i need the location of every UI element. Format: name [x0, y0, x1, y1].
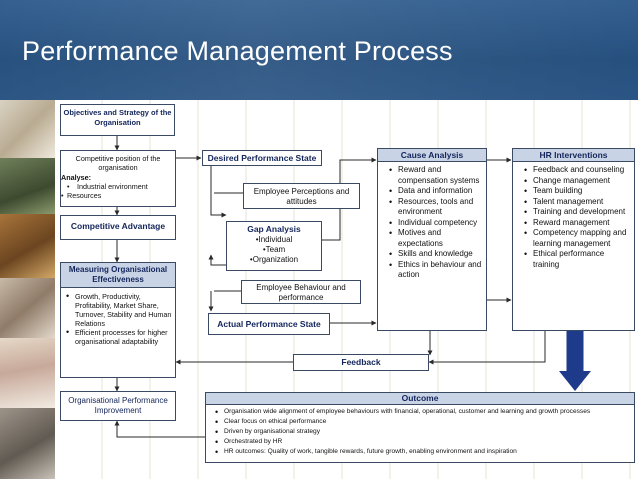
measuring-box: Measuring Organisational Effectiveness G…	[60, 262, 176, 378]
competitive-advantage-box: Competitive Advantage	[60, 215, 176, 240]
photo-tile-clock	[0, 408, 55, 479]
hr-item: Ethical performance training	[524, 249, 632, 270]
hr-item: Team building	[524, 186, 632, 197]
actual-state-title: Actual Performance State	[217, 319, 321, 329]
photo-tile-papers	[0, 100, 55, 158]
hr-item: Training and development	[524, 207, 632, 218]
behaviour-line2: performance	[278, 293, 324, 302]
position-line1: Competitive position of the	[75, 154, 161, 163]
hr-interventions-box: HR Interventions Feedback and counseling…	[512, 148, 635, 331]
analyse-item-industrial: •Industrial environment	[67, 182, 148, 191]
photo-tile-green	[0, 158, 55, 214]
feedback-box: Feedback	[293, 354, 429, 371]
gap-organization-text: Organization	[252, 255, 299, 264]
improvement-line2: Improvement	[94, 406, 142, 415]
employee-behaviour-box: Employee Behaviour and performance	[241, 280, 361, 304]
org-improvement-box: Organisational Performance Improvement	[60, 391, 176, 421]
hr-item: Reward management	[524, 218, 632, 229]
banner-shine	[0, 0, 638, 100]
hr-interventions-list: Feedback and counseling Change managemen…	[513, 165, 634, 270]
outcome-item: Orchestrated by HR	[215, 437, 634, 447]
cause-item: Ethics in behaviour and action	[389, 260, 483, 281]
gap-item-team: •Team	[262, 245, 286, 254]
desired-state-box: Desired Performance State	[202, 150, 322, 166]
photo-tile-book	[0, 214, 55, 278]
gap-team-text: Team	[265, 245, 286, 254]
hr-interventions-header: HR Interventions	[513, 149, 634, 162]
cause-item: Reward and compensation systems	[389, 165, 483, 186]
objectives-box: Objectives and Strategy of the Organisat…	[60, 104, 175, 136]
feedback-title: Feedback	[341, 357, 381, 367]
photo-tile-sepia	[0, 278, 55, 338]
slide-title: Performance Management Process	[22, 36, 453, 66]
cause-analysis-box: Cause Analysis Reward and compensation s…	[377, 148, 487, 331]
measuring-item: Efficient processes for higher organisat…	[66, 328, 173, 346]
gap-analysis-box: Gap Analysis •Individual •Team •Organiza…	[226, 221, 322, 271]
competitive-advantage-title: Competitive Advantage	[70, 221, 166, 231]
outcome-list: Organisation wide alignment of employee …	[206, 407, 634, 457]
cause-item: Individual competency	[389, 218, 483, 229]
gap-item-individual: •Individual	[255, 235, 293, 244]
competitive-position-box: Competitive position of the organisation…	[60, 150, 176, 207]
photo-tile-light	[0, 338, 55, 408]
cause-analysis-header: Cause Analysis	[378, 149, 486, 162]
gap-individual-text: Individual	[258, 235, 293, 244]
cause-item: Motives and expectations	[389, 228, 483, 249]
objectives-line2: Organisation	[94, 118, 141, 127]
position-line2: organisation	[98, 163, 138, 172]
outcome-box: Outcome Organisation wide alignment of e…	[205, 392, 635, 463]
improvement-line1: Organisational Performance	[68, 396, 168, 405]
analyse-item-resources: •Resources	[61, 191, 102, 200]
hr-item: Talent management	[524, 197, 632, 208]
objectives-line1: Objectives and Strategy of the	[63, 108, 172, 117]
hr-item: Change management	[524, 176, 632, 187]
measuring-title-line2: Effectiveness	[92, 275, 144, 284]
hr-item: Feedback and counseling	[524, 165, 632, 176]
outcome-item: Organisation wide alignment of employee …	[215, 407, 634, 417]
outcome-item: HR outcomes: Quality of work, tangible r…	[215, 447, 634, 457]
industrial-text: Industrial environment	[77, 182, 148, 191]
measuring-header: Measuring Organisational Effectiveness	[61, 263, 175, 288]
photo-strip	[0, 100, 55, 479]
hr-item: Competency mapping and learning manageme…	[524, 228, 632, 249]
outcome-item: Driven by organisational strategy	[215, 427, 634, 437]
measuring-list: Growth, Productivity, Profitability, Mar…	[61, 292, 175, 346]
gap-item-organization: •Organization	[249, 255, 299, 264]
actual-state-box: Actual Performance State	[208, 313, 330, 335]
outcome-item: Clear focus on ethical performance	[215, 417, 634, 427]
perceptions-line1: Employee Perceptions and	[253, 187, 350, 196]
resources-text: Resources	[67, 191, 102, 200]
employee-perceptions-box: Employee Perceptions and attitudes	[243, 183, 360, 209]
analyse-label: Analyse:	[61, 173, 91, 182]
title-banner: Performance Management Process	[0, 0, 638, 100]
cause-analysis-list: Reward and compensation systems Data and…	[378, 165, 486, 281]
measuring-item: Growth, Productivity, Profitability, Mar…	[66, 292, 173, 328]
behaviour-line1: Employee Behaviour and	[256, 283, 346, 292]
desired-state-title: Desired Performance State	[207, 153, 317, 163]
outcome-header: Outcome	[206, 393, 634, 405]
cause-item: Data and information	[389, 186, 483, 197]
cause-item: Skills and knowledge	[389, 249, 483, 260]
cause-item: Resources, tools and environment	[389, 197, 483, 218]
perceptions-line2: attitudes	[286, 197, 317, 206]
measuring-title-line1: Measuring Organisational	[68, 265, 168, 274]
gap-analysis-title: Gap Analysis	[247, 224, 301, 234]
